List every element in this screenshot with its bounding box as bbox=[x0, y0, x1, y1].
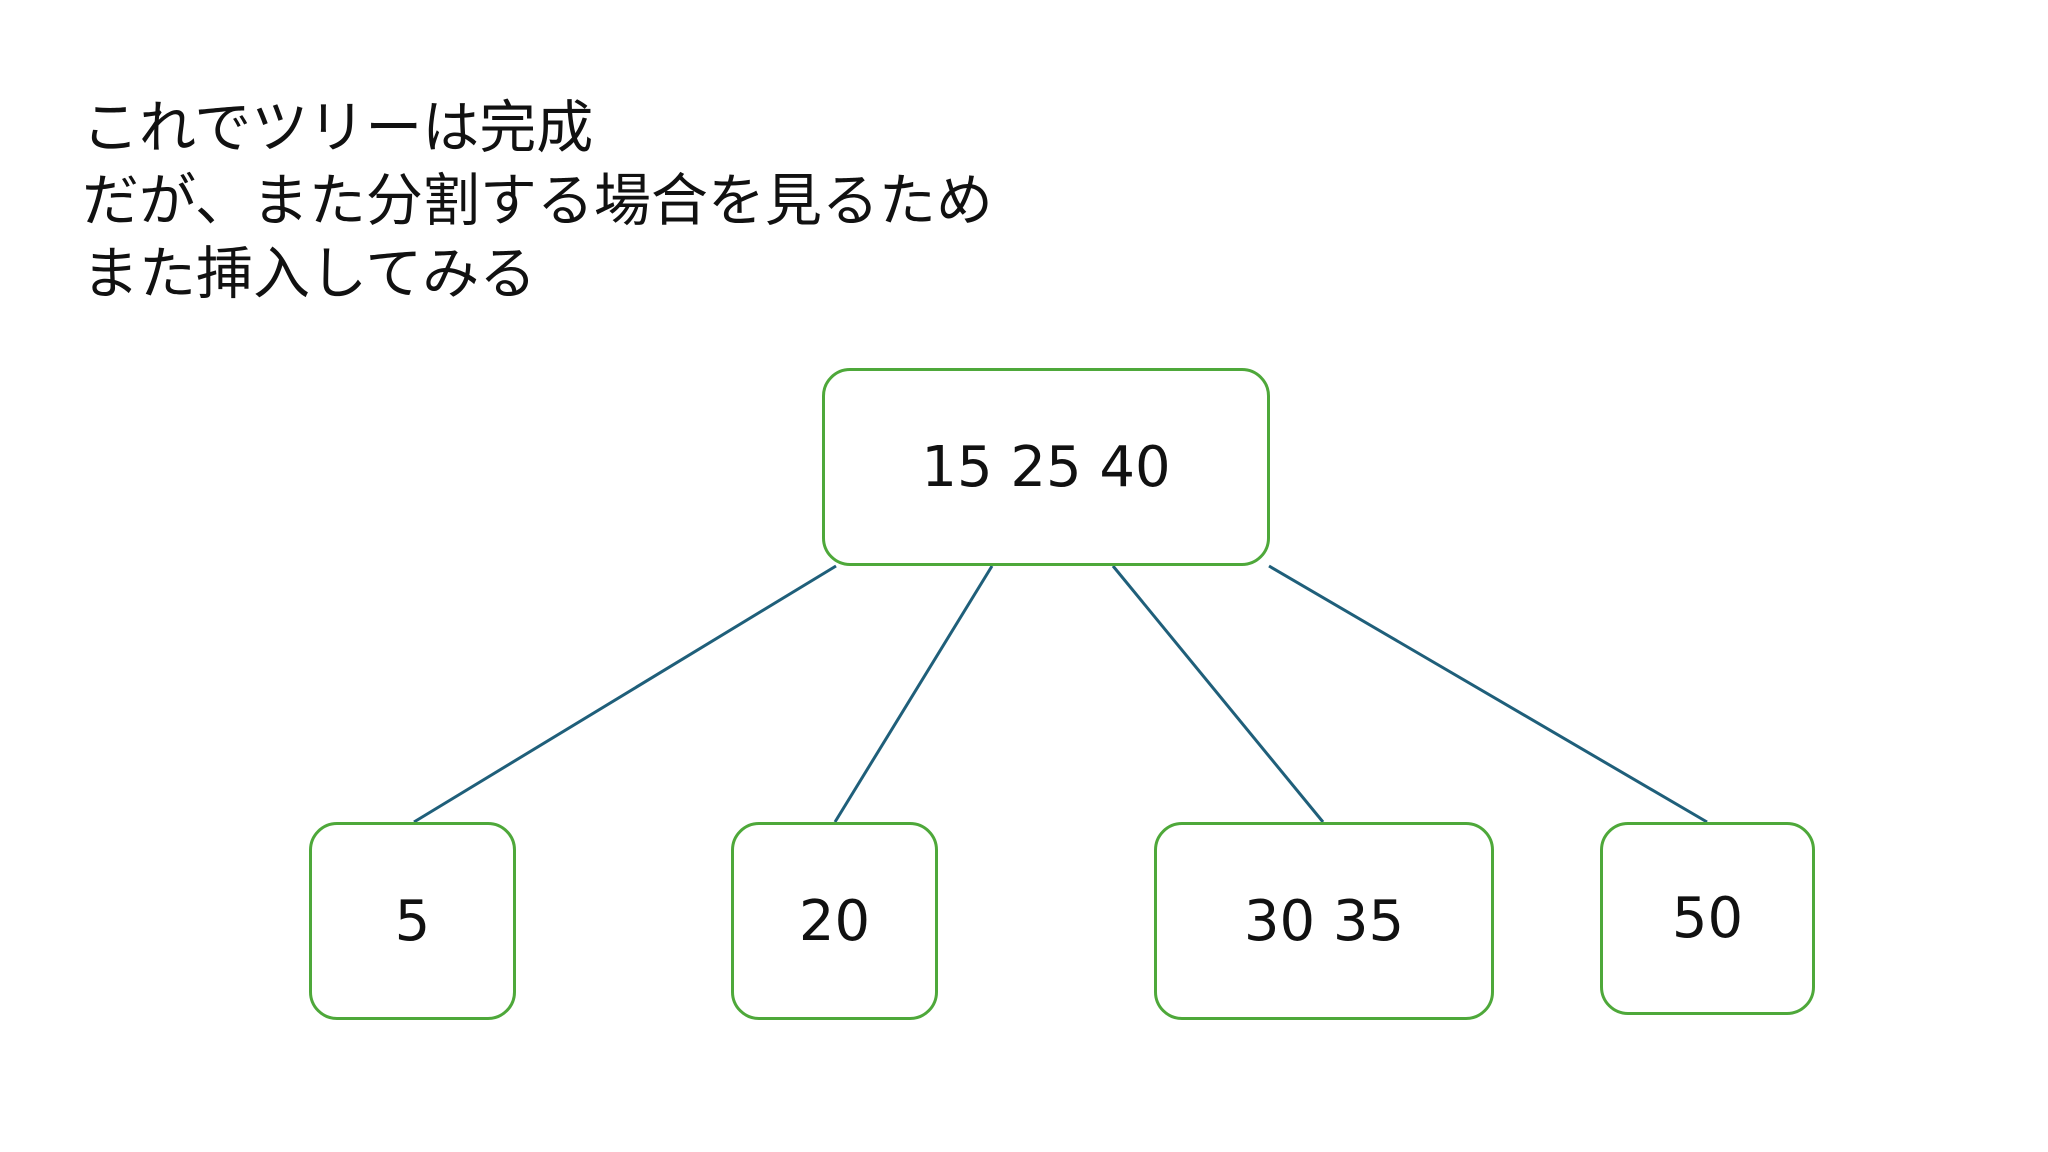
tree-node-child-3: 30 35 bbox=[1154, 822, 1494, 1020]
edge-root-to-child-1 bbox=[413, 564, 837, 824]
node-child-3-label: 30 35 bbox=[1243, 888, 1405, 954]
edge-root-to-child-3 bbox=[1111, 565, 1325, 823]
node-child-4-label: 50 bbox=[1671, 886, 1744, 951]
tree-node-child-1: 5 bbox=[309, 822, 516, 1020]
caption-line-2: だが、また分割する場合を見るため bbox=[82, 168, 993, 234]
tree-node-child-2: 20 bbox=[731, 822, 938, 1020]
node-root-label: 15 25 40 bbox=[921, 434, 1171, 500]
edge-root-to-child-4 bbox=[1268, 564, 1708, 824]
caption-line-1: これでツリーは完成 bbox=[82, 95, 594, 161]
node-child-1-label: 5 bbox=[394, 888, 431, 954]
tree-node-root: 15 25 40 bbox=[822, 368, 1270, 566]
node-child-2-label: 20 bbox=[798, 888, 871, 954]
edge-root-to-child-2 bbox=[833, 565, 994, 823]
tree-node-child-4: 50 bbox=[1600, 822, 1815, 1015]
caption-line-3: また挿入してみる bbox=[82, 241, 537, 307]
caption-text: これでツリーは完成 だが、また分割する場合を見るため また挿入してみる bbox=[82, 92, 993, 311]
